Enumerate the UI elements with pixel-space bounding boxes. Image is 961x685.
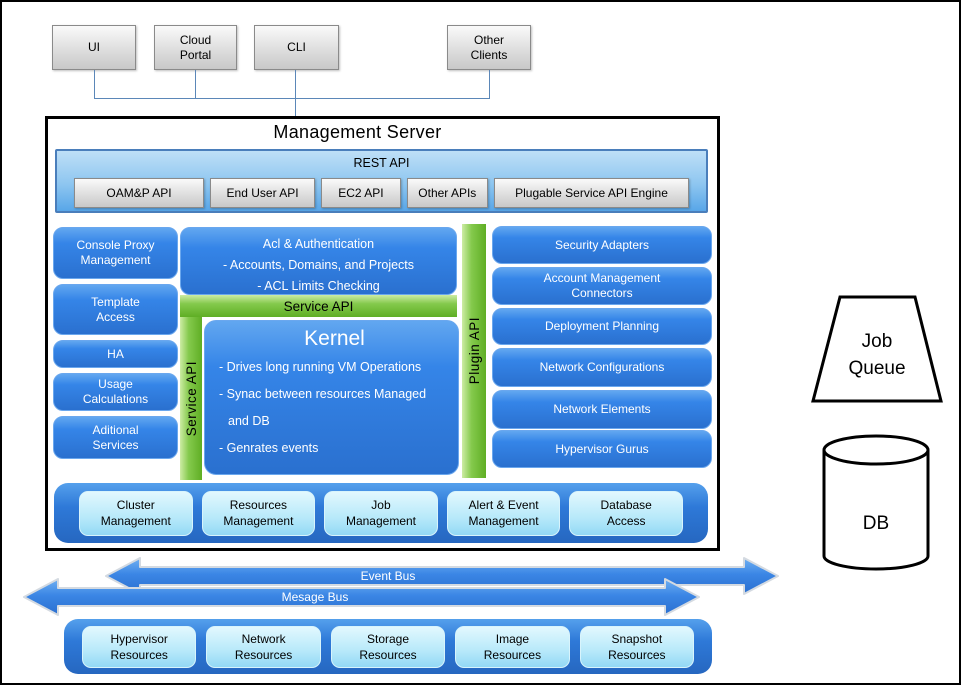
connector-line-cloud-portal — [195, 70, 196, 98]
api-box-plugable-engine: Plugable Service API Engine — [494, 178, 690, 208]
resource-box-snapshot: Snapshot Resources — [579, 625, 695, 668]
management-server-title: Management Server — [273, 122, 442, 142]
plugin-api-vertical-bar: Plugin API — [462, 224, 486, 478]
service-api-vertical-label: Service API — [183, 360, 199, 437]
client-box-cloud-portal: Cloud Portal — [154, 25, 237, 70]
connector-line-horizontal — [94, 98, 490, 99]
managers-container: Cluster Management Resources Management … — [54, 483, 708, 543]
kernel-bullet-sync: - Synac between resources Managed — [219, 387, 427, 401]
manager-box-database-access: Database Access — [569, 490, 683, 536]
service-box-usage-calculations: Usage Calculations — [53, 373, 178, 411]
plugin-box-account-connectors: Account Management Connectors — [492, 267, 712, 305]
management-server-box: Management Server REST API OAM&P API End… — [45, 116, 720, 551]
kernel-box: Kernel - Drives long running VM Operatio… — [204, 320, 459, 475]
rest-api-panel: REST API OAM&P API End User API EC2 API … — [55, 149, 708, 213]
manager-box-alert-event: Alert & Event Management — [446, 490, 561, 536]
message-bus-arrow — [23, 578, 700, 616]
api-box-end-user: End User API — [209, 178, 316, 208]
resources-container: Hypervisor Resources Network Resources S… — [64, 619, 712, 674]
event-bus-label: Event Bus — [360, 569, 416, 583]
api-box-other: Other APIs — [406, 178, 489, 208]
kernel-title: Kernel — [304, 327, 365, 350]
resource-box-image: Image Resources — [455, 625, 570, 668]
plugin-api-vertical-label: Plugin API — [466, 317, 482, 385]
plugin-box-network-configurations: Network Configurations — [492, 348, 712, 387]
service-api-banner: Service API — [180, 295, 457, 317]
plugin-box-network-elements: Network Elements — [492, 390, 712, 429]
acl-bullet-accounts: - Accounts, Domains, and Projects — [222, 258, 415, 272]
job-queue-label: Job Queue — [848, 331, 906, 379]
kernel-bullet-sync-continued: and DB — [228, 414, 270, 428]
service-box-template-access: Template Access — [53, 284, 178, 335]
plugin-box-deployment-planning: Deployment Planning — [492, 308, 712, 345]
resource-box-hypervisor: Hypervisor Resources — [82, 625, 197, 668]
service-box-console-proxy: Console Proxy Management — [53, 227, 178, 279]
api-box-ec2: EC2 API — [321, 178, 401, 208]
service-box-aditional-services: Aditional Services — [53, 416, 178, 459]
connector-line-cli — [295, 70, 296, 116]
plugin-box-security-adapters: Security Adapters — [492, 226, 712, 264]
acl-authentication-box: Acl & Authentication - Accounts, Domains… — [180, 227, 457, 295]
rest-api-label: REST API — [353, 156, 410, 170]
db-shape — [822, 434, 930, 571]
manager-box-cluster: Cluster Management — [79, 490, 193, 536]
service-box-ha: HA — [53, 340, 178, 368]
db-label: DB — [862, 512, 890, 534]
manager-box-resources: Resources Management — [201, 490, 316, 536]
job-queue-shape — [811, 295, 943, 403]
resource-box-network: Network Resources — [206, 625, 321, 668]
connector-line-other-clients — [489, 70, 490, 98]
client-box-ui: UI — [52, 25, 136, 70]
client-box-other-clients: Other Clients — [447, 25, 531, 70]
acl-bullet-limits: - ACL Limits Checking — [257, 279, 380, 293]
acl-title: Acl & Authentication — [262, 237, 375, 251]
service-api-vertical-bar: Service API — [180, 317, 202, 480]
api-box-oamp: OAM&P API — [74, 178, 204, 208]
rest-api-row: OAM&P API End User API EC2 API Other API… — [74, 178, 690, 208]
connector-line-ui — [94, 70, 95, 98]
resource-box-storage: Storage Resources — [330, 625, 446, 668]
plugin-box-hypervisor-gurus: Hypervisor Gurus — [492, 430, 712, 468]
kernel-bullet-events: - Genrates events — [219, 441, 319, 455]
client-box-cli: CLI — [254, 25, 339, 70]
message-bus-label: Mesage Bus — [281, 590, 349, 604]
manager-box-job: Job Management — [324, 490, 438, 536]
kernel-bullet-vm-operations: - Drives long running VM Operations — [219, 360, 422, 374]
